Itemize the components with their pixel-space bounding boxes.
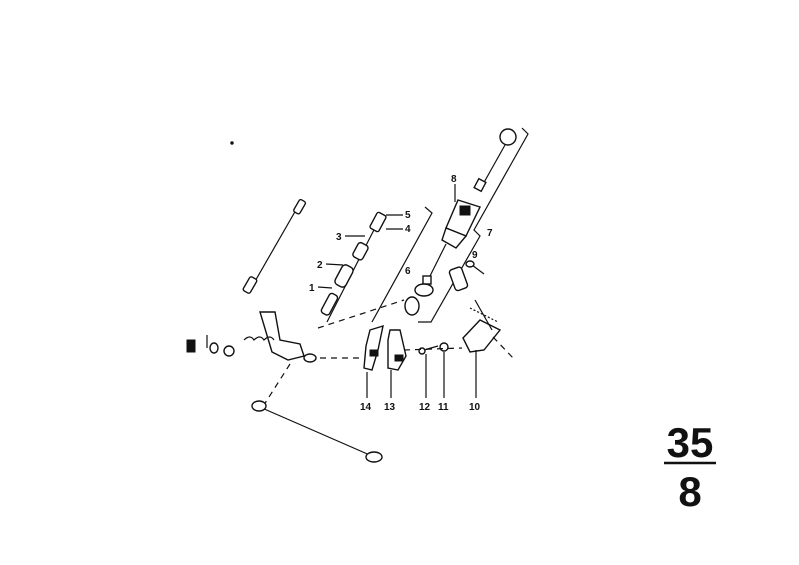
part-13-plate [387,329,407,371]
stray-dot [230,141,234,145]
part-12-bolt [418,345,439,355]
ball-socket [404,283,434,316]
label-part-14: 14 [360,402,372,413]
part-9-pin [465,260,485,275]
label-part-6: 6 [405,266,411,277]
group-number-main: 35 [667,419,714,466]
dash-to-ball [317,299,405,329]
shift-rod-assembly [320,211,387,323]
label-part-4: 4 [405,224,411,235]
label-part-7: 7 [487,228,493,239]
left-bracket-assembly [186,311,317,363]
gear-lever [422,128,517,285]
label-part-9: 9 [472,250,478,261]
part-14-plate [363,324,384,371]
label-part-3: 3 [336,232,342,243]
group-number-sub: 8 [678,468,701,515]
dash-down [261,363,291,409]
label-part-5: 5 [405,210,411,221]
lower-rod [251,400,383,463]
leaders-1-5 [317,214,403,289]
leaders-10-14 [366,184,477,398]
loose-rod-upper [242,198,307,294]
bracket-6 [371,206,433,323]
label-part-10: 10 [469,402,481,413]
part-11-washer [439,342,449,352]
label-part-13: 13 [384,402,396,413]
bushing-part [448,266,469,292]
dash-right [403,347,463,351]
label-part-2: 2 [317,260,323,271]
label-part-8: 8 [451,174,457,185]
label-part-12: 12 [419,402,431,413]
label-part-11: 11 [438,402,449,413]
bracket-10 [462,299,516,361]
label-part-1: 1 [309,283,315,294]
bracket-7 [418,127,529,323]
